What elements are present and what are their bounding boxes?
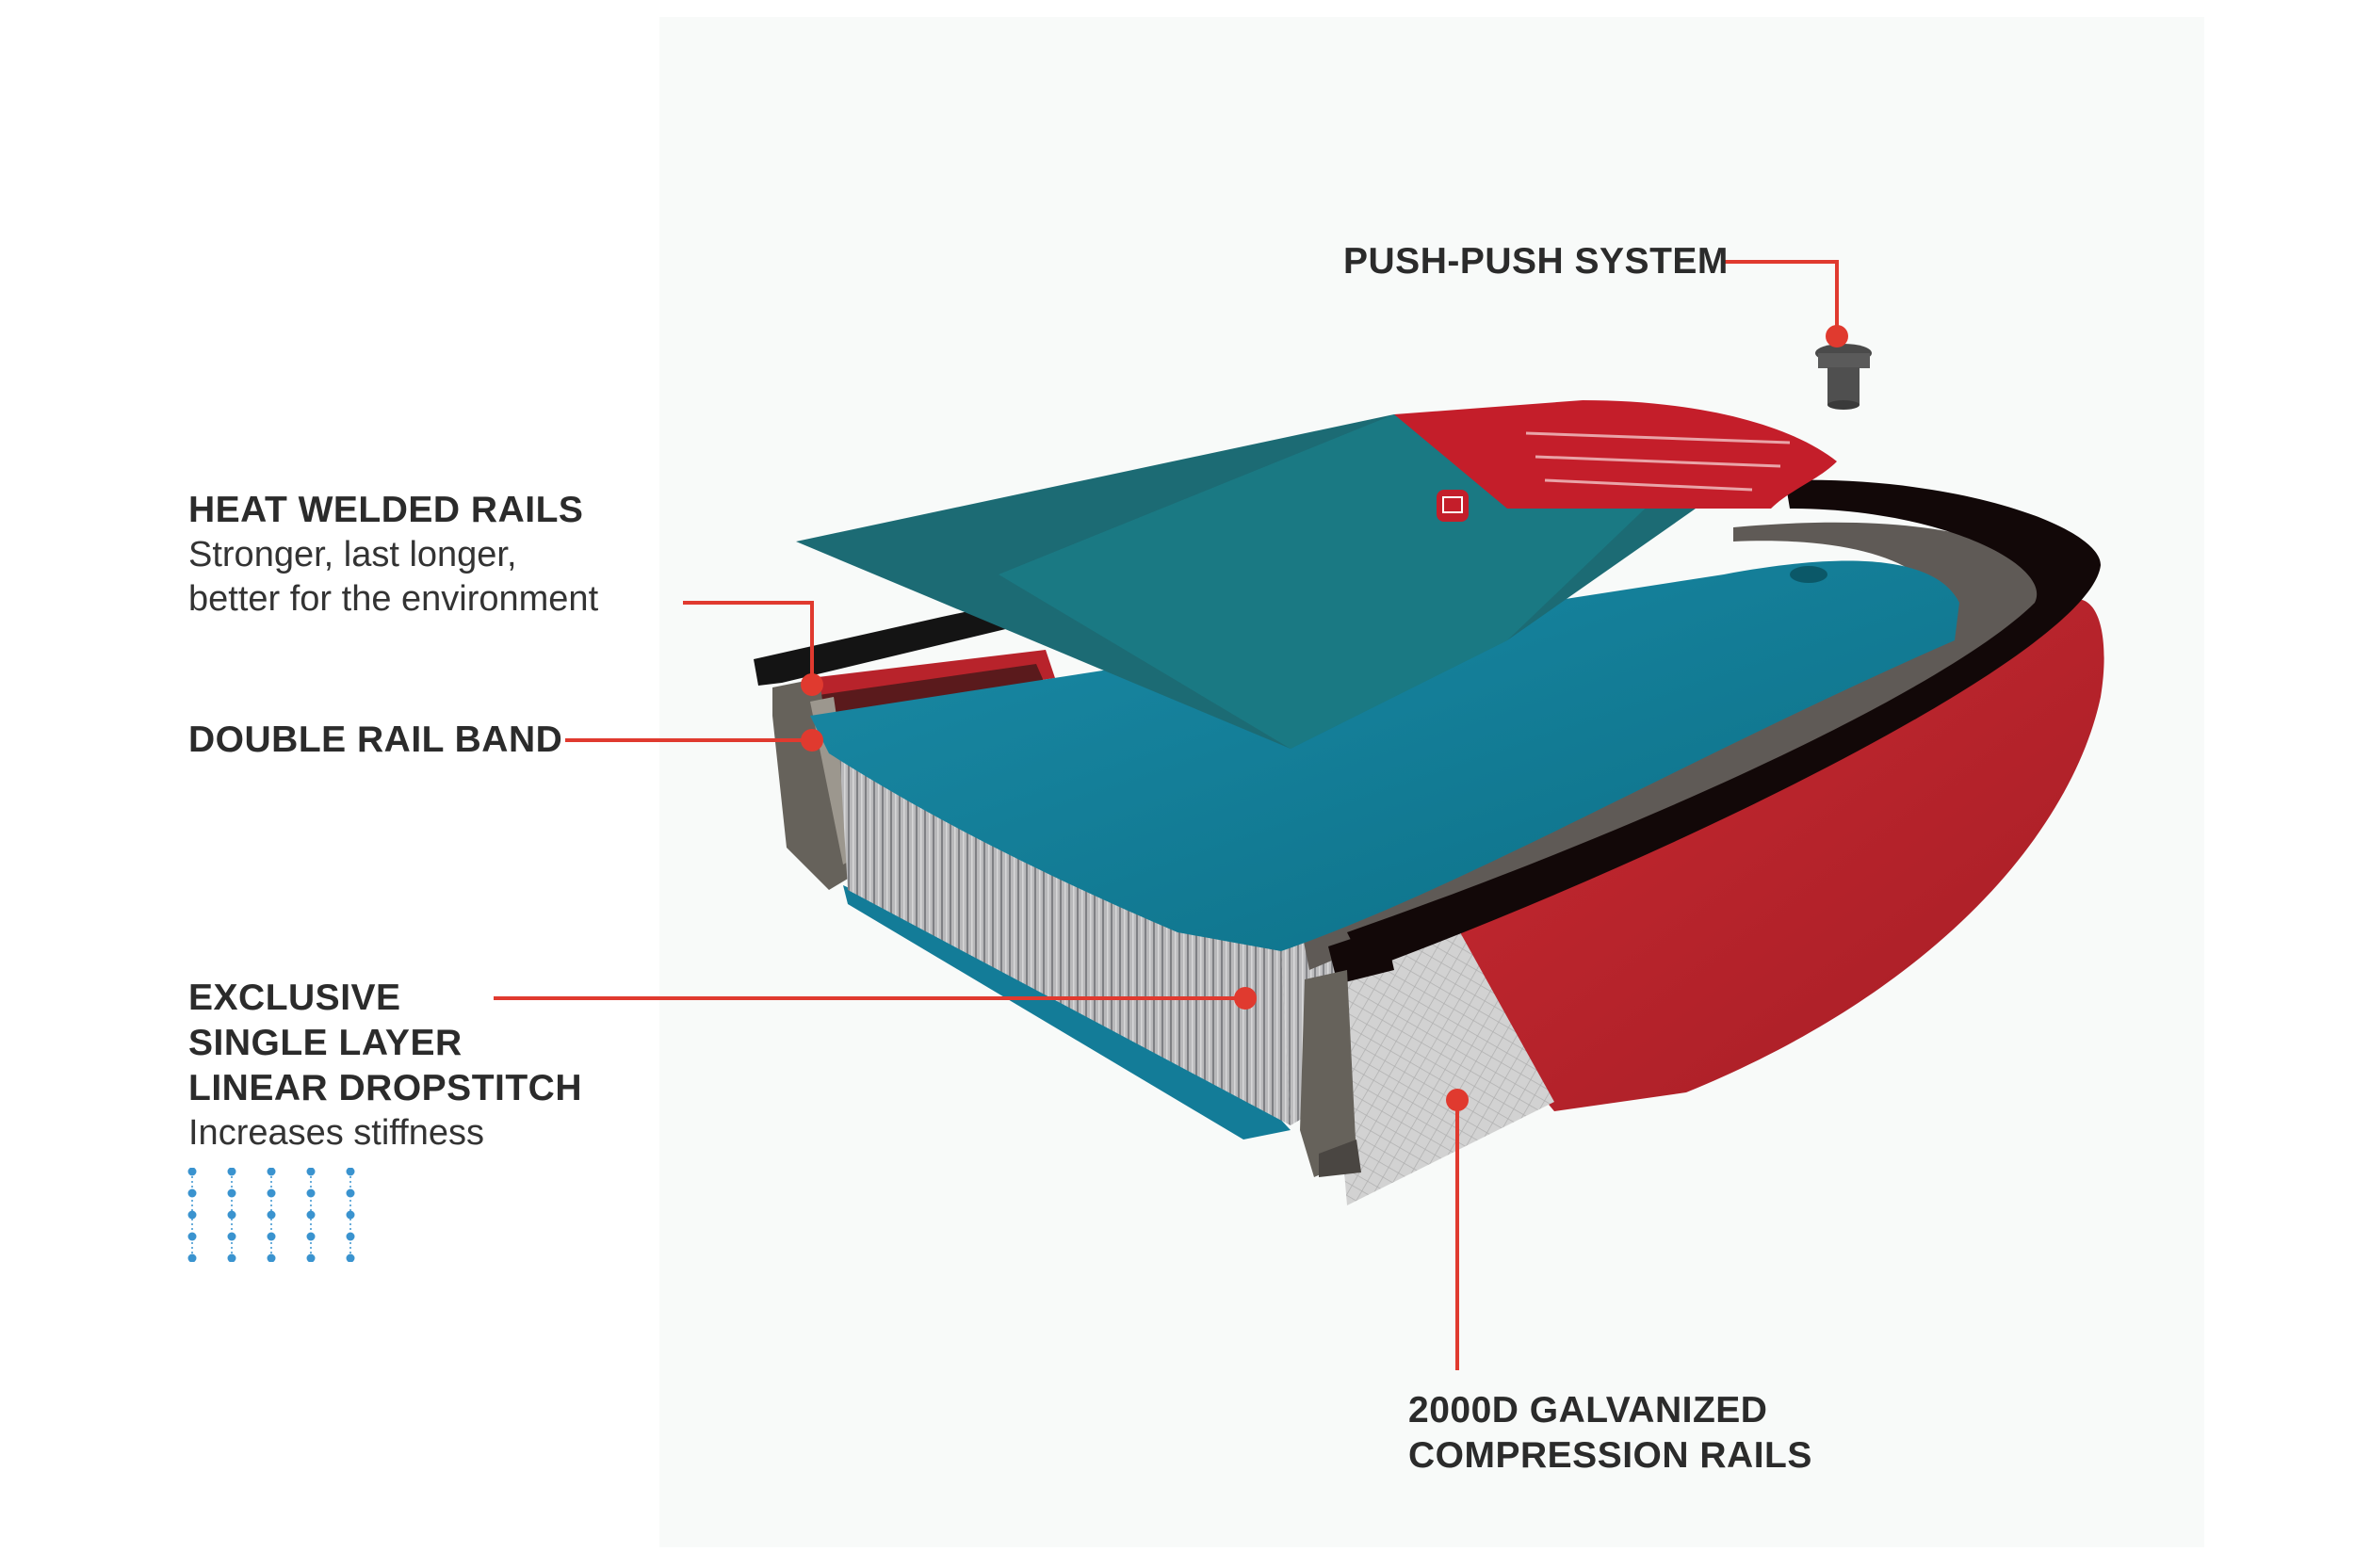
decorative-dot xyxy=(306,1210,316,1220)
front-rail-black-lip xyxy=(1328,928,1394,984)
label-galvanized-title-2: COMPRESSION RAILS xyxy=(1408,1435,1812,1476)
callout-dot-dropstitch xyxy=(1234,987,1257,1010)
label-push-push-system: PUSH-PUSH SYSTEM xyxy=(1343,239,1729,284)
decorative-dot xyxy=(227,1188,236,1198)
decorative-dot xyxy=(227,1232,236,1241)
label-dropstitch-sub: Increases stiffness xyxy=(188,1113,485,1153)
label-dropstitch-title-1: EXCLUSIVE xyxy=(188,978,401,1018)
double-rail-band-left xyxy=(772,678,853,890)
decorative-dot xyxy=(187,1188,197,1198)
dropstitch-core-front xyxy=(838,735,1291,1125)
callout-line-heat-welded xyxy=(683,601,814,683)
label-push-push-title: PUSH-PUSH SYSTEM xyxy=(1343,241,1729,282)
decorative-dot xyxy=(227,1168,236,1176)
label-double-rail-title: DOUBLE RAIL BAND xyxy=(188,719,563,760)
bottom-deck xyxy=(843,885,1291,1140)
callout-dot-push-push xyxy=(1826,325,1848,348)
label-dropstitch-title-3: LINEAR DROPSTITCH xyxy=(188,1068,582,1108)
decorative-dot xyxy=(267,1253,276,1262)
brand-logo-icon xyxy=(1437,490,1469,522)
deck-valve-hole xyxy=(1790,566,1827,583)
decorative-dot xyxy=(187,1253,197,1262)
decorative-dot xyxy=(267,1168,276,1176)
double-rail-band-right xyxy=(1300,970,1356,1177)
label-galvanized-rails: 2000D GALVANIZED COMPRESSION RAILS xyxy=(1408,1388,1812,1479)
callout-line-push-push xyxy=(1724,260,1839,331)
decorative-dot xyxy=(346,1188,355,1198)
callout-dot-heat-welded xyxy=(801,673,823,696)
label-heat-welded-sub-1: Stronger, last longer, xyxy=(188,535,517,574)
decorative-dot xyxy=(346,1253,355,1262)
label-heat-welded-title: HEAT WELDED RAILS xyxy=(188,490,584,530)
decorative-dot xyxy=(346,1168,355,1176)
decorative-dot xyxy=(227,1210,236,1220)
decorative-dot xyxy=(267,1188,276,1198)
compression-rail-mesh xyxy=(1328,932,1554,1205)
decorative-dot xyxy=(267,1210,276,1220)
label-galvanized-title-1: 2000D GALVANIZED xyxy=(1408,1390,1768,1431)
label-heat-welded-sub-2: better for the environment xyxy=(188,579,599,619)
decorative-dot xyxy=(346,1210,355,1220)
back-rail-dark xyxy=(772,664,1046,725)
heat-welded-rail-strip xyxy=(754,603,1017,686)
label-dropstitch-title-2: SINGLE LAYER xyxy=(188,1023,463,1063)
outer-rail-red xyxy=(1413,599,2104,1111)
decorative-dot xyxy=(306,1253,316,1262)
decorative-dot xyxy=(306,1188,316,1198)
callout-dot-galvanized xyxy=(1446,1089,1469,1111)
traction-pad-red-kick xyxy=(1394,400,1837,509)
decorative-dot-pattern xyxy=(187,1168,355,1262)
label-double-rail-band: DOUBLE RAIL BAND xyxy=(188,718,562,763)
decorative-dot xyxy=(267,1232,276,1241)
decorative-dot xyxy=(187,1168,197,1176)
double-rail-band-right-low xyxy=(1319,1140,1361,1177)
push-push-valve-icon xyxy=(1815,344,1872,410)
callout-dot-double-rail xyxy=(801,729,823,752)
decorative-dot xyxy=(306,1168,316,1176)
traction-pad-red-grooves xyxy=(1525,431,1791,492)
decorative-dot xyxy=(346,1232,355,1241)
decorative-dot xyxy=(187,1210,197,1220)
label-dropstitch: EXCLUSIVE SINGLE LAYER LINEAR DROPSTITCH… xyxy=(188,976,582,1156)
decorative-dot xyxy=(227,1253,236,1262)
label-heat-welded-rails: HEAT WELDED RAILS Stronger, last longer,… xyxy=(188,488,598,622)
decorative-dot xyxy=(187,1232,197,1241)
outer-rail-black xyxy=(1347,479,2101,970)
decorative-dot xyxy=(306,1232,316,1241)
deck-top xyxy=(810,560,1959,951)
